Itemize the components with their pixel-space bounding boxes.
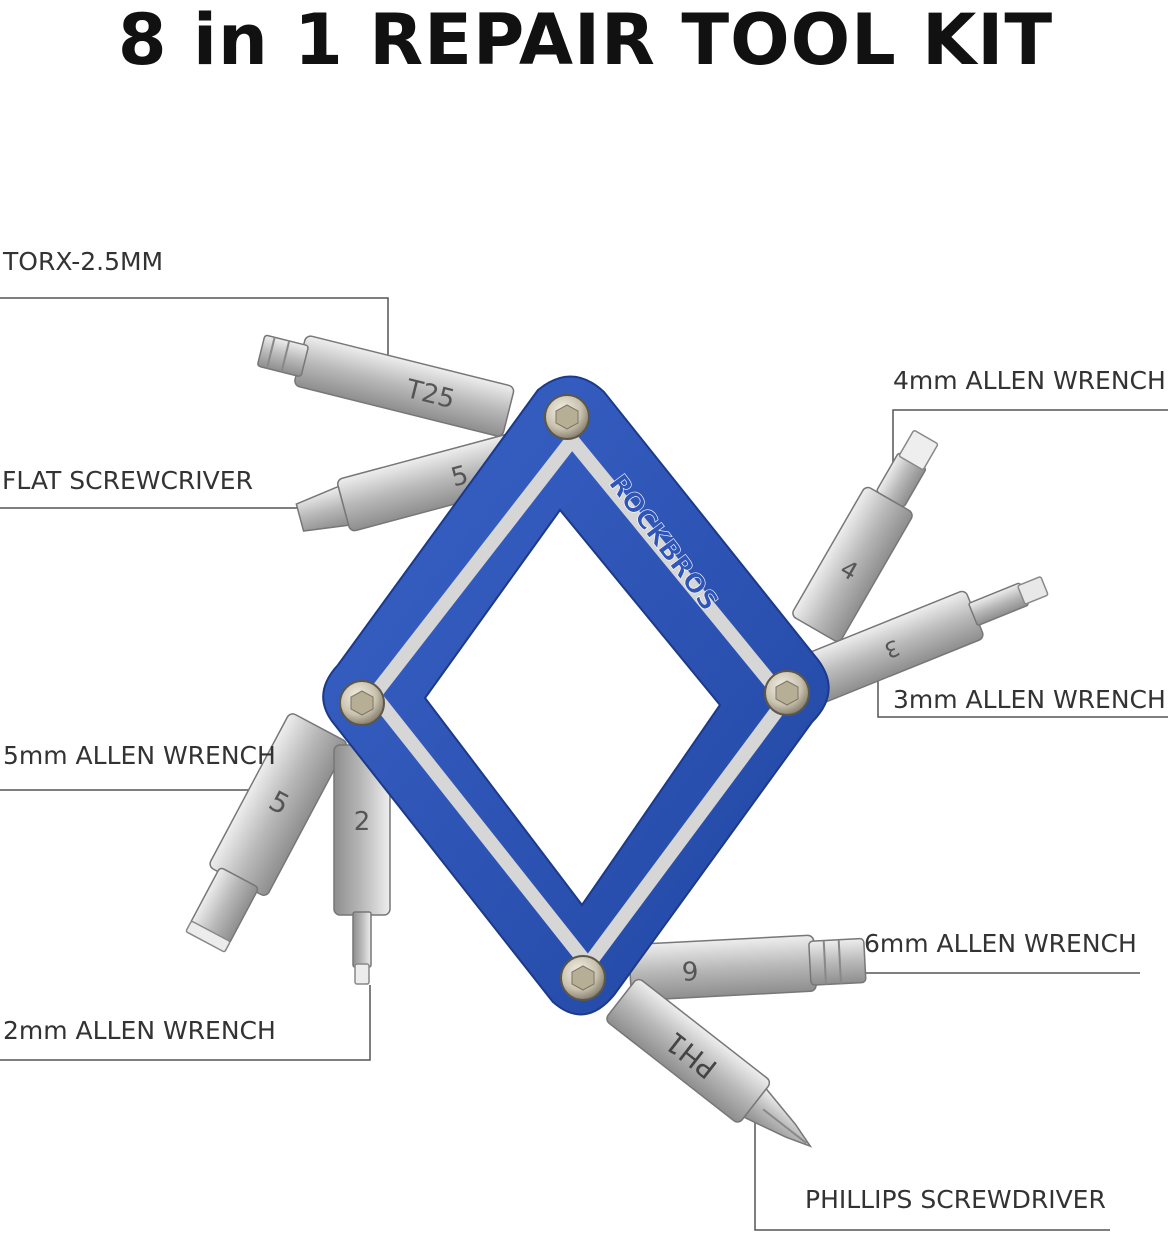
allen-2mm-bit: 2 xyxy=(333,744,391,985)
bolt-left xyxy=(339,680,385,726)
page-title: 8 in 1 REPAIR TOOL KIT xyxy=(117,0,1054,81)
leader-allen2 xyxy=(0,985,371,1061)
bolt-right xyxy=(764,670,810,716)
label-allen-2mm: 2mm ALLEN WRENCH xyxy=(3,1016,276,1045)
leader-allen4 xyxy=(892,409,1168,500)
allen2-engraving: 2 xyxy=(354,807,371,837)
bolt-top xyxy=(544,394,590,440)
label-allen-6mm: 6mm ALLEN WRENCH xyxy=(864,929,1137,958)
label-flat-screwdriver: FLAT SCREWCRIVER xyxy=(2,466,253,495)
flat-engraving: 5 xyxy=(448,460,472,493)
allen-4mm-bit: 4 xyxy=(792,430,939,642)
allen6-engraving: 6 xyxy=(681,954,699,985)
phillips-screwdriver-bit: PH1 xyxy=(606,978,813,1148)
label-phillips: PHILLIPS SCREWDRIVER xyxy=(805,1185,1106,1214)
allen-3mm-bit: 3 xyxy=(803,576,1049,703)
label-allen-3mm: 3mm ALLEN WRENCH xyxy=(893,685,1166,714)
tool-frame: ROCKBROS xyxy=(322,375,830,1016)
frame-outer xyxy=(322,375,830,1016)
allen-6mm-bit: 6 xyxy=(628,934,867,1002)
leader-torx xyxy=(0,297,389,375)
label-allen-5mm: 5mm ALLEN WRENCH xyxy=(3,741,276,770)
torx-bit: T25 xyxy=(257,334,515,437)
allen-5mm-bit: 5 xyxy=(185,713,348,953)
label-torx: TORX-2.5MM xyxy=(3,247,164,276)
label-allen-4mm: 4mm ALLEN WRENCH xyxy=(893,366,1166,395)
bolt-bottom xyxy=(560,955,606,1001)
leader-phillips xyxy=(754,1110,1110,1231)
